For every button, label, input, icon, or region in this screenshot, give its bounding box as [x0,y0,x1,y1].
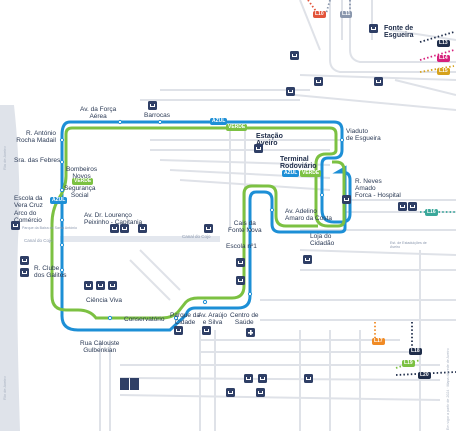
canal-label: Canal do Cojo [182,234,211,239]
chip-azul-top: AZUL [210,118,228,125]
station-cais-fonte-nova: Cais da Fonte Nova [228,220,262,234]
station-av-forca-aerea: Av. da Força Aérea [80,106,117,120]
canal-pir-label: Canal do Cojo [24,238,53,243]
chip-l14: L14 [437,55,450,62]
hospital-icon [130,378,139,390]
chip-l18: L18 [409,348,422,355]
station-barrocas: Barrocas [144,112,171,119]
ria-label: Ria de Aveiro [2,146,7,170]
building-icon [342,195,351,204]
station-escola-no1: Escola nº1 [226,243,257,250]
station-av-araujo-silva: Av. Araújo e Silva [198,312,228,326]
station-av-adelino-amaro-costa: Av. Adelino Amaro da Costa [285,208,332,222]
building-icon [286,87,295,96]
building-icon [226,388,235,397]
station-sra-febres: Sra. das Febres [14,157,61,164]
background-network [99,0,456,431]
station-av-dr-lourenco-peixinho: Av. Dr. Lourenço Peixinho - Capitania [84,212,143,226]
station-loja-cidadao: Loja do Cidadão [310,233,335,247]
station-seguranca-social: Segurança Social [64,185,96,199]
building-icon [314,77,323,86]
building-icon [96,281,105,290]
station-fonte-esgueira: Fonte de Esgueira [384,25,414,39]
building-icon [202,326,211,335]
blue-line [60,120,352,332]
chip-l10: L10 [313,11,326,18]
building-icon [20,268,29,277]
building-icon [236,276,245,285]
station-bombeiros-novos: Bombeiros Novos [66,166,98,180]
station-r-clube-galitos: R. Clube dos Galitos [34,265,67,279]
building-icon [374,77,383,86]
chip-l15: L15 [437,68,450,75]
chip-verde-left: VERDE [72,178,94,185]
building-icon [20,256,29,265]
building-icon [11,221,20,230]
station-parque-cidade: Parque da Cidade [170,312,200,326]
rio-label: Rio de Aveiro [2,376,7,400]
station-r-antonio-rocha-madail: R. António Rocha Madail [16,130,56,144]
building-icon [304,374,313,383]
station-r-neves-amado: R. Neves Amado [355,178,382,192]
station-viaduto-esgueira: Viaduto de Esgueira [346,128,381,142]
station-ciencia-viva: Ciência Viva [86,297,123,304]
building-icon [236,258,245,267]
chip-verde-terminal: VERDE [300,170,322,177]
building-icon [108,281,117,290]
station-markers [59,119,345,321]
side-note: Em vigor a partir de 2024 · Mapa da rede… [446,348,450,430]
building-icon [174,326,183,335]
parque-label: Parque da Baixa de Santo António [22,226,77,230]
chip-azul-terminal: AZUL [282,170,300,177]
building-icon [204,224,213,233]
building-icon [110,224,119,233]
train-icon [254,144,263,153]
canal-water [60,236,220,242]
airplane-icon [369,24,378,33]
station-arco-comercio: Arco do Comércio [14,210,42,224]
chip-l11: L11 [340,11,353,18]
chip-l13: L13 [437,40,450,47]
station-estacao-aveiro: Estação Aveiro [256,133,283,147]
building-icon [256,388,265,397]
station-forca-hospital: Forca - Hospital [355,192,401,199]
station-rua-calouste: Rua Calouste Gulbenkian [80,340,120,354]
building-icon [303,255,312,264]
building-icon [398,202,407,211]
building-icon [120,224,129,233]
station-terminal-rodoviario: Terminal Rodoviário [280,156,317,170]
station-conservatorio: Conservatório [124,316,165,323]
chip-l16: L16 [425,209,438,216]
building-icon [138,224,147,233]
chip-l19: L19 [402,360,415,367]
chip-l17: L17 [372,338,385,345]
station-centro-saude: Centro de Saúde [230,312,259,326]
building-icon [408,202,417,211]
chip-verde-top: VERDE [226,124,248,131]
chip-azul-left: AZUL [50,197,68,204]
building-icon [148,101,157,110]
metro-icon [120,378,129,390]
chip-l20: L20 [418,372,431,379]
station-escola-vera-cruz: Escola da Vera Cruz [14,195,43,209]
building-icon [258,374,267,383]
estacao-note: Est. de Estaduições de Aveiro [390,241,427,249]
hospital-icon [246,328,255,337]
building-icon [84,281,93,290]
building-icon [290,51,299,60]
lagoon-water [0,105,20,431]
building-icon [244,374,253,383]
